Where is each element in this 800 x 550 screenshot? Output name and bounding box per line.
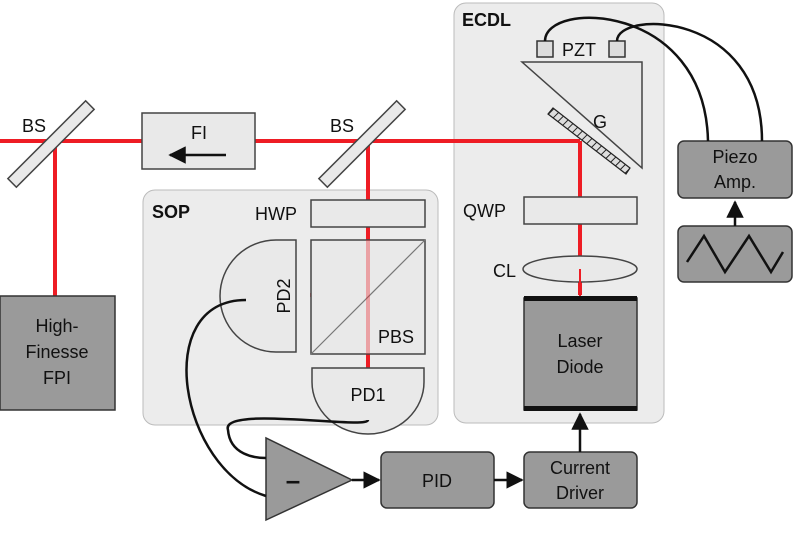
fpi-label-line1: High-	[35, 316, 78, 336]
fpi-box	[0, 295, 116, 411]
bs-middle-label: BS	[330, 116, 354, 136]
difference-amplifier	[265, 436, 354, 522]
laser-label-line1: Laser	[557, 331, 602, 351]
cl-label: CL	[493, 261, 516, 281]
laser-diode-box	[523, 297, 638, 411]
piezo-label-line1: Piezo	[712, 147, 757, 167]
half-wave-plate	[310, 199, 426, 228]
pbs-diagonal	[310, 239, 426, 355]
laser-label-line2: Diode	[556, 357, 603, 377]
sop-group-title: SOP	[152, 202, 190, 222]
grating-label: G	[593, 112, 607, 132]
fpi-label-line3: FPI	[43, 368, 71, 388]
pzt-contact-right	[608, 40, 626, 58]
ramp-generator-box	[677, 225, 793, 283]
pzt-label: PZT	[562, 40, 596, 60]
piezo-label-line2: Amp.	[714, 172, 756, 192]
pd2-label: PD2	[274, 278, 294, 313]
triangle-wave-icon	[685, 233, 785, 275]
fpi-label-line2: Finesse	[25, 342, 88, 362]
qwp-label: QWP	[463, 201, 506, 221]
ecdl-group-title: ECDL	[462, 10, 511, 30]
fi-label: FI	[191, 123, 207, 143]
pd1-label: PD1	[350, 385, 385, 405]
bs-left-label: BS	[22, 116, 46, 136]
photodiode-2	[219, 239, 297, 353]
laser-diode-top-facet	[524, 296, 637, 301]
pzt-wire-left	[543, 16, 710, 142]
pd1-wire	[226, 417, 370, 460]
quarter-wave-plate	[523, 196, 638, 225]
pd2-wire	[185, 298, 267, 498]
beamsplitter-middle	[317, 99, 407, 189]
pbs-label: PBS	[378, 327, 414, 347]
pzt-wire-right	[615, 22, 764, 142]
subtractor-sign: –	[286, 465, 300, 495]
pid-label: PID	[422, 471, 452, 491]
grating-mount	[520, 61, 643, 170]
piezo-amp-box	[677, 140, 793, 199]
diffraction-grating	[547, 107, 631, 175]
driver-label-line2: Driver	[556, 483, 604, 503]
pzt-contact-left	[536, 40, 554, 58]
beamsplitter-left	[6, 99, 96, 189]
driver-label-line1: Current	[550, 458, 610, 478]
hwp-label: HWP	[255, 204, 297, 224]
laser-diode-bottom-facet	[524, 406, 637, 411]
photodiode-1	[311, 367, 425, 435]
faraday-isolator	[141, 112, 256, 170]
